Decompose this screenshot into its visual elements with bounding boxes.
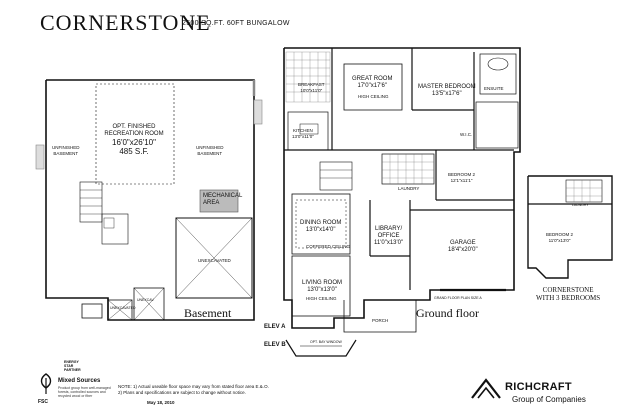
garage-label: GARAGE 18'4"x20'0": [448, 240, 478, 253]
great-room-label: GREAT ROOM 17'0"x17'6": [352, 76, 393, 89]
alt-laundry-label: LAUNDRY: [572, 203, 589, 207]
recreation-room-name: OPT. FINISHED RECREATION ROOM: [104, 124, 164, 137]
laundry-label: LAUNDRY: [398, 186, 420, 191]
dining-room-label: DINING ROOM 13'0"x14'0": [300, 220, 342, 233]
recreation-room-area: 485 S.F.: [119, 147, 149, 156]
unexcavated-small-right-label: UNEXCAV.: [137, 298, 155, 302]
mixed-sources-sub: Product group from well-managed forests,…: [58, 386, 111, 398]
elev-a-label: ELEV A: [264, 324, 286, 330]
living-room-note: HIGH CEILING: [306, 296, 337, 301]
energy-star-badge: ENERGY STAR PARTNER: [64, 360, 81, 372]
recreation-room-label: OPT. FINISHED RECREATION ROOM 16'0"x26'1…: [104, 124, 164, 156]
unexcavated-small-left-label: UNEXCAVATED: [110, 306, 136, 310]
plan-subtitle: 2500 SQ.FT. 60FT BUNGALOW: [182, 20, 290, 27]
living-room-label: LIVING ROOM 13'0"x13'0": [302, 280, 343, 293]
dining-room-note: COFFERED CEILING: [306, 244, 351, 249]
ensuite-label: ENSUITE: [484, 86, 504, 91]
unfinished-basement-left: UNFINISHED BASEMENT: [52, 145, 80, 156]
unfinished-basement-right: UNFINISHED BASEMENT: [196, 145, 224, 156]
bedroom2-label: BEDROOM 2 12'1"x11'1": [448, 172, 476, 183]
richcraft-logo-icon: [471, 378, 501, 399]
master-bedroom-label: MASTER BEDROOM 13'5"x17'6": [418, 84, 476, 97]
mixed-sources-title: Mixed Sources: [58, 378, 101, 384]
fsc-tree-icon: [40, 373, 52, 394]
grand-floor-note: GRAND FLOOR PLAN SIZE A: [434, 296, 482, 300]
ground-floor-caption: Ground floor: [416, 306, 479, 320]
richcraft-brand-sub: Group of Companies: [512, 395, 586, 404]
library-office-label: LIBRARY/ OFFICE 11'0"x13'0": [374, 226, 404, 246]
bay-window-label: OPT. BAY WINDOW: [310, 340, 342, 344]
breakfast-label: BREAKFAST 10'0"x11'0": [298, 82, 325, 93]
mechanical-area-label: MECHANICAL AREA: [203, 193, 243, 206]
recreation-room-dims: 16'0"x26'10": [112, 138, 156, 147]
great-room-note: HIGH CEILING: [358, 94, 389, 99]
porch-label: PORCH: [372, 318, 389, 323]
alt-bedroom2-label: BEDROOM 2 11'0"x13'0": [546, 232, 574, 243]
elev-b-label: ELEV B: [264, 342, 286, 348]
alt-plan-outline: [527, 175, 613, 279]
footer-note: NOTE: 1) Actual useable floor space may …: [118, 384, 269, 395]
footer-date: May 18, 2010: [147, 400, 175, 405]
richcraft-brand: RICHCRAFT: [505, 381, 572, 393]
plan-title: CORNERSTONE: [40, 10, 211, 35]
wic-label: W.I.C.: [460, 132, 473, 137]
fsc-mark: FSC: [38, 399, 48, 405]
kitchen-label: KITCHEN 13'0"x11'0": [292, 128, 314, 139]
unexcavated-main-label: UNEXCAVATED: [198, 258, 231, 263]
alt-plan-caption: CORNERSTONE WITH 3 BEDROOMS: [536, 286, 601, 302]
basement-caption: Basement: [184, 306, 232, 320]
